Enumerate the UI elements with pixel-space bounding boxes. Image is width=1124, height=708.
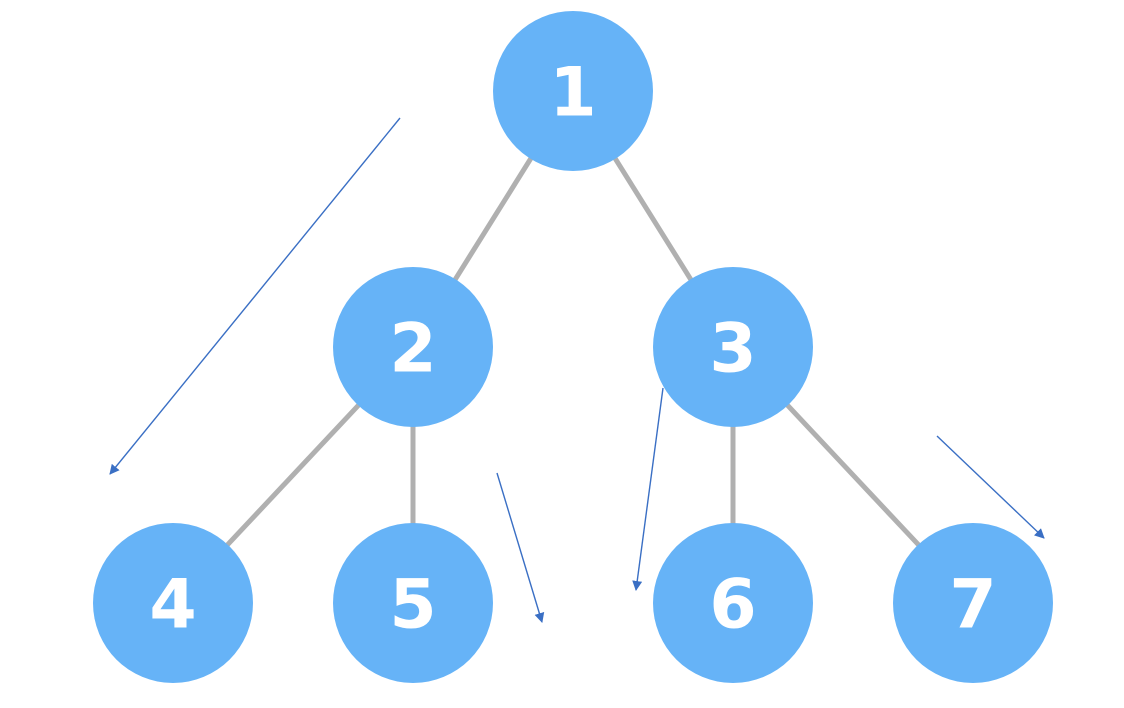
traversal-arrow-left (109, 117, 401, 475)
node-label: 2 (389, 310, 436, 389)
edge-3-7 (784, 402, 922, 548)
edge-1-2 (452, 155, 534, 283)
edges-layer (224, 155, 922, 548)
node-circle (653, 523, 813, 683)
traversal-arrow-right (936, 435, 1045, 539)
arrows-layer (109, 117, 1045, 623)
tree-node-1: 1 (493, 11, 653, 171)
tree-node-3: 3 (653, 267, 813, 427)
tree-node-2: 2 (333, 267, 493, 427)
traversal-arrow-mid-right (632, 387, 664, 591)
edge-1-3 (612, 155, 694, 283)
tree-node-6: 6 (653, 523, 813, 683)
nodes-layer: 1 2 3 4 5 6 7 (93, 11, 1053, 683)
node-label: 7 (949, 566, 996, 645)
node-circle (893, 523, 1053, 683)
node-label: 6 (709, 566, 756, 645)
tree-node-5: 5 (333, 523, 493, 683)
node-circle (493, 11, 653, 171)
node-circle (333, 523, 493, 683)
node-circle (653, 267, 813, 427)
edge-2-4 (224, 402, 362, 548)
traversal-arrow-mid-left (496, 472, 545, 623)
node-circle (93, 523, 253, 683)
node-circle (333, 267, 493, 427)
node-label: 4 (149, 566, 196, 645)
tree-node-7: 7 (893, 523, 1053, 683)
node-label: 1 (549, 54, 596, 133)
node-label: 5 (389, 566, 436, 645)
tree-node-4: 4 (93, 523, 253, 683)
node-label: 3 (709, 310, 756, 389)
